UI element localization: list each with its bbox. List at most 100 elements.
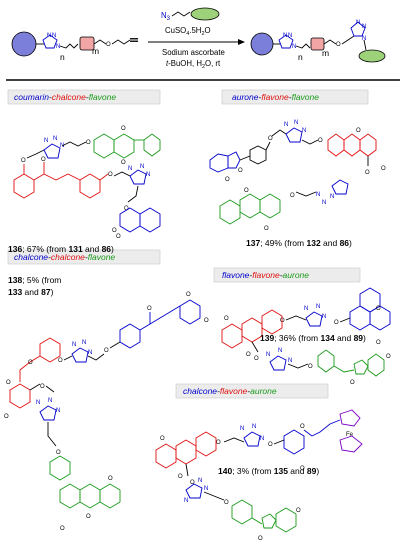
svg-text:O: O [40,384,45,390]
caption-139: 139; 36% (from 134 and 89) [260,333,366,343]
svg-text:O: O [386,354,391,360]
svg-text:O: O [56,450,61,456]
n-subscript: n [60,52,65,62]
svg-text:O: O [308,364,313,370]
product-m-subscript: m [322,48,329,58]
svg-text:O: O [28,360,33,366]
product-blue-circle [250,32,274,56]
svg-text:coumarin-chalcone-flavone: coumarin-chalcone-flavone [14,92,116,102]
svg-text:N: N [72,342,76,348]
svg-text:O: O [244,188,249,194]
reagent-ascorbate: Sodium ascorbate [162,48,225,57]
svg-text:O: O [6,380,11,386]
svg-text:N: N [44,138,48,144]
svg-text:N: N [322,314,326,320]
svg-text:O: O [108,172,113,178]
svg-text:flavone-flavone-aurone: flavone-flavone-aurone [222,270,309,280]
svg-text:N: N [302,128,306,134]
structure-139: O O O N N N O O O O N N N O O O [221,287,391,386]
iron-atom: Fe [346,432,354,438]
svg-text:N: N [288,33,292,39]
caption-138-line2: 133 and 87) [8,287,54,297]
svg-text:N: N [292,44,296,50]
m-subscript: m [92,46,99,56]
svg-text:O: O [334,320,339,326]
svg-text:N: N [362,36,366,42]
svg-text:N: N [184,498,188,504]
svg-text:O: O [350,380,355,386]
svg-text:O: O [280,318,285,324]
reagent-solvent: t-BuOH, H2O, rt [166,59,221,70]
reagent-cuso4: CuSO4.5H2O [165,26,211,37]
svg-text:O: O [104,348,109,354]
svg-text:N: N [362,24,366,30]
svg-text:N: N [52,33,56,39]
svg-text:O: O [318,138,323,144]
product-green-oval [358,49,386,63]
svg-text:O: O [204,318,209,324]
svg-text:O: O [116,234,121,240]
svg-text:N: N [278,348,282,354]
svg-text:O: O [147,306,152,312]
svg-text:aurone-flavone-flavone: aurone-flavone-flavone [232,92,319,102]
tag-136-part0: coumarin [14,92,49,102]
svg-text:N: N [304,306,308,312]
svg-text:N: N [140,164,144,170]
svg-text:O: O [300,466,305,472]
blue-scaffold-circle [11,31,37,57]
green-azide-oval [190,7,220,21]
svg-text:N: N [204,486,208,492]
structure-137: O O O N N N O O O O N N N O O O [209,120,386,232]
svg-text:N: N [36,400,40,406]
svg-text:O: O [106,42,111,48]
svg-text:O: O [186,292,191,298]
svg-text:O: O [356,128,361,134]
svg-text:O: O [121,126,126,132]
svg-text:N: N [56,408,60,414]
svg-text:O: O [178,474,183,480]
svg-text:N: N [260,436,264,442]
svg-text:N: N [48,398,52,404]
svg-text:N: N [330,194,334,200]
caption-136: 136; 67% (from 131 and 86) [8,244,114,254]
tag-136: coumarin-chalcone-flavone [7,89,161,105]
svg-text:N: N [288,358,292,364]
svg-text:O: O [376,340,381,346]
svg-text:O: O [300,424,305,430]
svg-text:O: O [254,356,259,362]
svg-text:O: O [381,166,386,172]
caption-137: 137; 49% (from 132 and 86) [246,238,352,248]
caption-138-line1: 138; 5% (from [8,275,61,285]
svg-text:O: O [160,436,165,442]
product-n-subscript: n [298,52,303,62]
reaction-header: N N N n m O N3 CuSO4.5H2O Sodium ascorba… [11,7,386,70]
svg-text:O: O [264,226,269,232]
svg-text:O: O [376,306,381,312]
start-triazole: N N N n m [36,33,99,62]
svg-text:O: O [4,414,9,420]
svg-text:O: O [41,157,46,163]
structure-140: Fe O O O N N N O O O O N N N O O [155,409,363,542]
svg-text:O: O [224,316,229,322]
svg-text:N: N [252,424,256,430]
structure-136: O O O N N N O O O N N N O O O [13,126,161,240]
svg-text:N: N [316,304,320,310]
svg-text:O: O [108,476,113,482]
svg-text:N: N [294,120,298,126]
tag-138: chalcone-chalcone-flavone [7,249,161,265]
azide-label: N3 [161,11,171,22]
svg-text:O: O [224,500,229,506]
svg-text:N: N [198,478,202,484]
svg-text:O: O [296,508,301,514]
svg-text:O: O [190,480,195,486]
svg-text:N: N [47,33,51,39]
svg-text:N: N [356,20,360,26]
structure-138: O O O O N N N O O O O O N N N O [4,292,209,532]
svg-text:O: O [258,536,263,542]
svg-text:O: O [121,160,126,166]
svg-text:O: O [86,514,91,520]
svg-text:N: N [283,33,287,39]
tag-137: aurone-flavone-flavone [221,89,369,105]
svg-text:O: O [365,170,370,176]
